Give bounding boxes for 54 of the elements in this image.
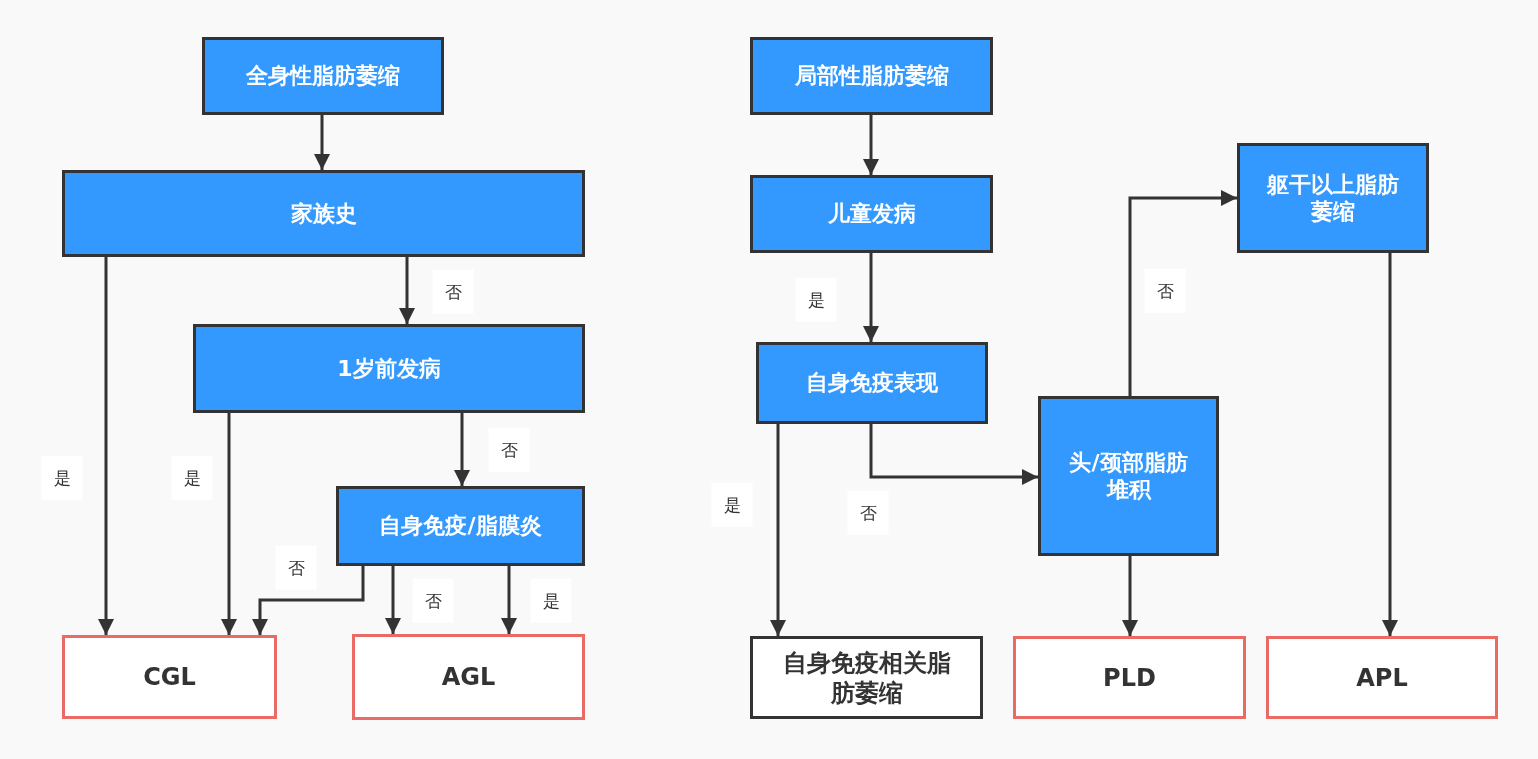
result-box — [352, 634, 585, 720]
process-box — [756, 342, 988, 424]
process-box — [1038, 396, 1219, 556]
edge-label: 否 — [1144, 268, 1186, 314]
node-label: 家族史 — [290, 199, 357, 228]
arrow — [770, 424, 786, 636]
arrow — [863, 115, 879, 175]
node-label: 自身免疫/脂膜炎 — [379, 512, 542, 540]
node-label: 自身免疫相关脂肪萎缩 — [781, 647, 952, 708]
process-box — [750, 175, 993, 253]
node-label: PLD — [1103, 662, 1156, 693]
arrow — [314, 115, 330, 170]
node-label: 自身免疫表现 — [806, 369, 938, 397]
process-box — [750, 37, 993, 115]
node-label: CGL — [143, 662, 196, 692]
arrow — [252, 566, 365, 635]
edge-label: 否 — [412, 578, 454, 624]
process-box — [62, 170, 585, 257]
process-box — [202, 37, 444, 115]
node-label: 头/颈部脂肪堆积 — [1068, 448, 1189, 504]
edge-label: 否 — [275, 545, 317, 591]
edge-label: 是 — [171, 455, 213, 501]
process-box — [1237, 143, 1429, 253]
arrow — [454, 413, 470, 486]
arrow — [869, 424, 1038, 485]
edge-label: 是 — [795, 277, 837, 323]
result-box — [1013, 636, 1246, 719]
arrow — [399, 257, 415, 324]
node-label: AGL — [441, 662, 496, 692]
arrow — [221, 413, 237, 635]
node-label: 局部性脂肪萎缩 — [794, 62, 949, 90]
edge-label: 是 — [41, 455, 83, 501]
process-box — [336, 486, 585, 566]
node-label: APL — [1356, 662, 1408, 693]
arrow — [1122, 556, 1138, 636]
edge-label: 否 — [847, 490, 889, 536]
node-label: 躯干以上脂肪萎缩 — [1266, 170, 1400, 226]
result-box — [62, 635, 277, 719]
edge-label: 否 — [488, 427, 530, 473]
arrow — [385, 566, 401, 634]
arrow — [1382, 253, 1398, 636]
edge-label: 是 — [711, 482, 753, 528]
process-box — [193, 324, 585, 413]
edge-label: 是 — [530, 578, 572, 624]
arrow — [98, 257, 114, 635]
result-box — [750, 636, 983, 719]
arrow — [863, 253, 879, 342]
node-label: 1岁前发病 — [337, 354, 441, 383]
arrow — [501, 566, 517, 634]
edge-label: 否 — [432, 269, 474, 315]
node-label: 儿童发病 — [827, 200, 916, 228]
node-label: 全身性脂肪萎缩 — [246, 62, 400, 90]
arrow — [1128, 190, 1237, 396]
result-box — [1266, 636, 1498, 719]
